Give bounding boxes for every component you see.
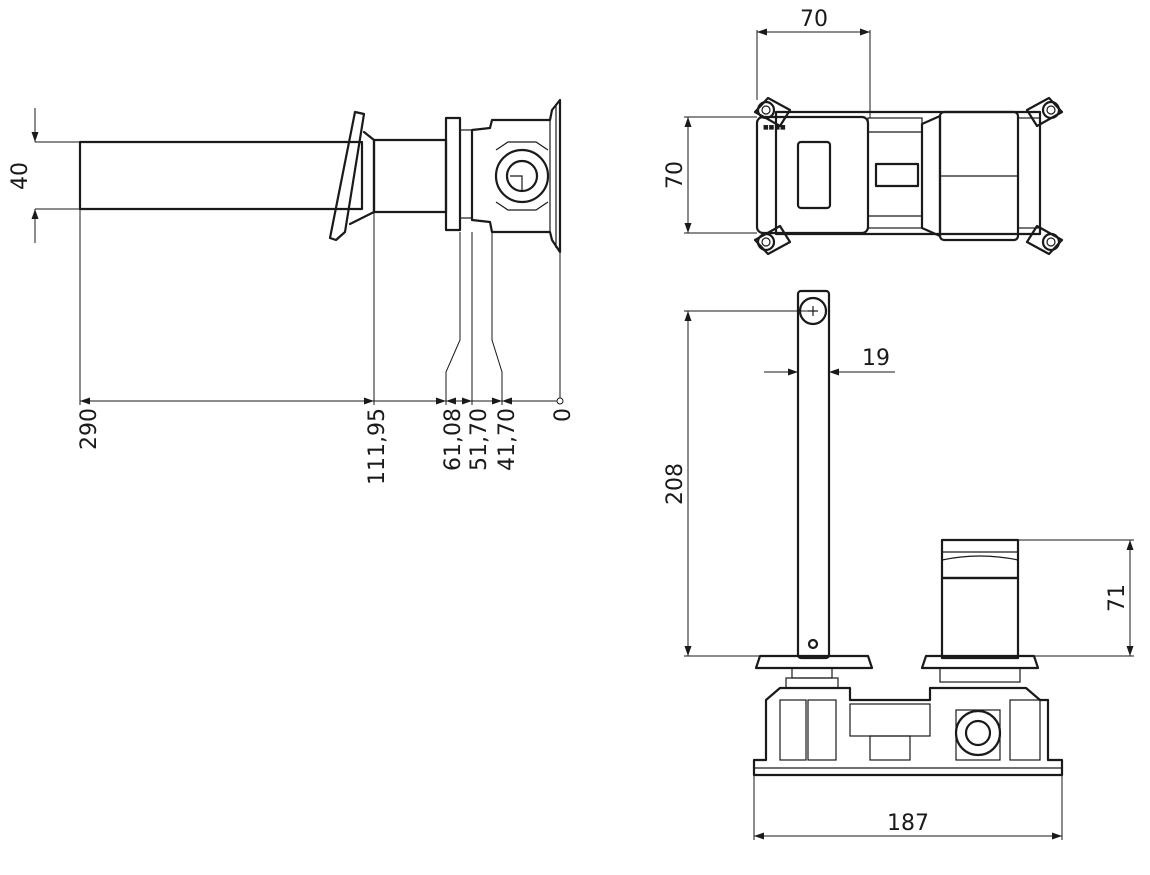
handle-collar: [920, 114, 942, 238]
valve-box-port: [954, 709, 1002, 757]
mounting-lug-br: [1025, 224, 1064, 256]
dim-side-height: 40: [8, 162, 33, 190]
valve-top-bracket: [495, 141, 549, 151]
body-middle-window: [874, 162, 920, 188]
valve-box: [752, 686, 1064, 777]
mounting-lug-bl: [753, 224, 792, 256]
dim-side-0: 0: [551, 408, 576, 422]
valve-cartridge-inner: [505, 159, 539, 193]
dim-side-51-70: 51,70: [467, 408, 492, 471]
dim-side-290: 290: [77, 408, 102, 450]
spout-screw: [807, 638, 819, 650]
wall-plate: [444, 116, 462, 232]
dim-front-spout-width: 19: [862, 346, 890, 371]
valve-bottom-bracket: [495, 201, 549, 211]
escutcheon-plate: [328, 110, 366, 242]
spout-body: [372, 138, 448, 214]
wall-plate-inner: [459, 129, 473, 219]
spout-column: [796, 289, 831, 660]
side-view: 40 290 111,95 61,08 51,70 41,70 0: [8, 98, 576, 485]
dim-front-handle-height: 71: [1105, 584, 1130, 612]
handle-top: [940, 538, 1020, 580]
top-view: ■■■■ 70 70: [663, 7, 1064, 256]
dim-side-41-70: 41,70: [495, 408, 520, 471]
spout-plate: [754, 654, 874, 670]
mounting-lug-tr: [1025, 96, 1064, 128]
dim-side-61-08: 61,08: [441, 408, 466, 471]
valve-cartridge-mark: [510, 175, 523, 190]
cover-plate: [755, 115, 870, 235]
dim-front-base-width: 187: [887, 811, 929, 836]
dim-side-111-95: 111,95: [365, 408, 390, 485]
cover-slot: [796, 140, 832, 210]
handle-stem: [940, 576, 1020, 660]
front-view: 208 19 71 187: [663, 289, 1134, 840]
dim-top-height: 70: [663, 161, 688, 189]
dim-front-spout-height: 208: [663, 463, 688, 505]
valve-cartridge: [494, 148, 550, 204]
dim-top-width: 70: [800, 7, 828, 32]
cover-logo-mark: ■■■■: [763, 124, 786, 131]
spout-bar: [78, 140, 364, 211]
housing-right: [1017, 117, 1041, 229]
